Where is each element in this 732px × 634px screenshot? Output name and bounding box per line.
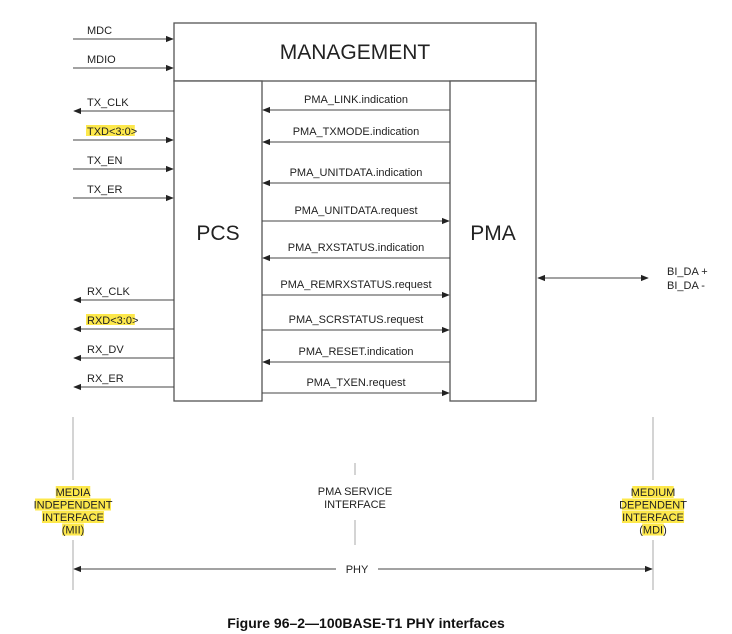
primitive-label: PMA_RXSTATUS.indication — [288, 242, 425, 254]
mii-signal-mdio: MDIO — [73, 54, 174, 72]
mii-signal-tx-en: TX_EN — [73, 155, 174, 173]
mii-signal-label: TX_ER — [87, 184, 123, 196]
pma-label: PMA — [470, 222, 516, 245]
mii-signal-label: RXD<3:0> — [87, 315, 138, 327]
pma-block — [449, 80, 537, 402]
highlight-mark — [621, 511, 685, 523]
pma-service-interface-line-2: INTERFACE — [324, 499, 386, 511]
mii-signal-tx-clk: TX_CLK — [73, 97, 174, 115]
mii-signal-label: TX_EN — [87, 155, 123, 167]
mdi-interface-line-1: MEDIUM — [631, 487, 676, 499]
mii-signal-rx-er: RX_ER — [73, 373, 174, 391]
primitive-pma-unitdata-request: PMA_UNITDATA.request — [262, 205, 450, 225]
highlight-mark — [62, 523, 84, 536]
mii-signal-mdc: MDC — [73, 25, 174, 43]
primitive-pma-unitdata-indication: PMA_UNITDATA.indication — [262, 167, 450, 187]
highlight-mark — [632, 486, 674, 498]
mdi-signal-bi-da-plus: BI_DA + — [667, 266, 708, 278]
mdi-signal-bi-da-minus: BI_DA - — [667, 280, 705, 292]
primitive-label: PMA_SCRSTATUS.request — [289, 314, 424, 326]
highlight-mark — [86, 125, 135, 136]
mdi-interface-line-4: (MDI) — [639, 525, 667, 537]
mdi-interface-line-2: DEPENDENT — [619, 500, 687, 512]
mii-signal-rx-clk: RX_CLK — [73, 286, 174, 304]
mii-signal-label: TXD<3:0> — [87, 126, 137, 138]
mii-signal-label: MDIO — [87, 54, 116, 66]
primitive-label: PMA_REMRXSTATUS.request — [280, 279, 431, 291]
primitive-pma-remrxstatus-request: PMA_REMRXSTATUS.request — [262, 279, 450, 299]
primitive-pma-txen-request: PMA_TXEN.request — [262, 377, 450, 397]
primitive-pma-scrstatus-request: PMA_SCRSTATUS.request — [262, 314, 450, 334]
mii-signal-label: TX_CLK — [87, 97, 129, 109]
mii-signal-group: MDC MDIO TX_CLK TXD<3:0> TX_EN TX_ER RX_CLK RXD… — [73, 25, 174, 391]
primitive-pma-link-indication: PMA_LINK.indication — [262, 94, 450, 114]
highlight-mark — [621, 498, 685, 511]
pcs-label: PCS — [196, 222, 239, 245]
primitive-pma-rxstatus-indication: PMA_RXSTATUS.indication — [262, 242, 450, 262]
primitive-label: PMA_UNITDATA.indication — [290, 167, 423, 179]
mii-signal-label: MDC — [87, 25, 112, 37]
mii-signal-txd-3-0: TXD<3:0> — [73, 125, 174, 144]
primitive-label: PMA_UNITDATA.request — [294, 205, 417, 217]
pma-primitive-group: PMA_LINK.indicationPMA_TXMODE.indication… — [262, 94, 450, 397]
primitive-label: PMA_RESET.indication — [299, 346, 414, 358]
mii-interface-line-2: INDEPENDENT — [34, 500, 113, 512]
mii-signal-tx-er: TX_ER — [73, 184, 174, 202]
phy-label: PHY — [346, 564, 369, 576]
highlight-mark — [35, 498, 111, 511]
primitive-label: PMA_TXEN.request — [306, 377, 405, 389]
highlight-mark — [86, 314, 135, 325]
figure-caption: Figure 96–2—100BASE-T1 PHY interfaces — [227, 615, 505, 631]
primitive-pma-txmode-indication: PMA_TXMODE.indication — [262, 126, 450, 146]
mii-signal-label: RX_ER — [87, 373, 124, 385]
primitive-label: PMA_TXMODE.indication — [293, 126, 420, 138]
mii-signal-rxd-3-0: RXD<3:0> — [73, 314, 174, 333]
highlight-mark — [41, 511, 105, 523]
primitive-label: PMA_LINK.indication — [304, 94, 408, 106]
mii-interface-line-4: (MII) — [62, 525, 85, 537]
pma-service-interface-line-1: PMA SERVICE — [318, 486, 392, 498]
highlight-mark — [55, 486, 91, 498]
mii-interface-line-1: MEDIA — [56, 487, 92, 499]
primitive-pma-reset-indication: PMA_RESET.indication — [262, 346, 450, 366]
management-block — [173, 22, 537, 82]
mii-signal-label: RX_DV — [87, 344, 124, 356]
pcs-block — [173, 80, 263, 402]
mii-signal-rx-dv: RX_DV — [73, 344, 174, 362]
highlight-mark — [642, 523, 664, 536]
management-label: MANAGEMENT — [280, 41, 431, 64]
mdi-interface-line-3: INTERFACE — [622, 512, 684, 524]
mii-interface-line-3: INTERFACE — [42, 512, 104, 524]
mii-signal-label: RX_CLK — [87, 286, 130, 298]
